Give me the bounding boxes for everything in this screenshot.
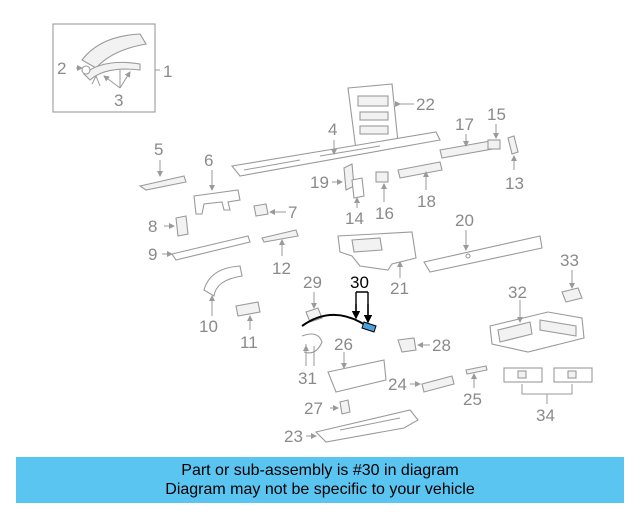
callout-14: 14 [345,209,364,228]
part-12-strip [261,229,299,256]
part-14-clip [351,177,365,208]
part-8-clip [164,215,189,237]
part-34-switches [503,367,593,404]
callout-32: 32 [508,283,527,302]
callout-34: 34 [536,406,555,425]
part-22-bezel [347,83,414,151]
part-30-cable [301,291,377,333]
callout-17: 17 [455,115,474,134]
callout-18: 18 [417,192,436,211]
callout-5: 5 [154,140,163,159]
callout-3: 3 [114,91,123,110]
part-26-glove-box [327,352,387,393]
part-31-clip [301,333,323,366]
callout-7: 7 [288,203,297,222]
part-11-cover [235,301,261,330]
part-13-bracket [507,135,519,170]
callout-16: 16 [375,204,394,223]
callout-29: 29 [303,273,322,292]
callout-10: 10 [199,317,218,336]
callout-20: 20 [455,211,474,230]
part-23-lower-panel [306,409,419,443]
parts-diagram: 1 2 3 4 5 6 7 8 9 10 11 12 13 14 15 16 1… [52,23,593,446]
callout-8: 8 [148,217,157,236]
part-28-clip [397,337,430,353]
part-25-strip [465,365,488,388]
callout-24: 24 [388,375,407,394]
info-banner: Part or sub-assembly is #30 in diagram D… [16,457,624,503]
callout-12: 12 [272,259,291,278]
inset-box [52,23,160,113]
callout-1: 1 [163,62,172,81]
banner-part-text: Part or sub-assembly is #30 in diagram [181,462,459,479]
callout-13: 13 [505,174,524,193]
part-16-cap [375,171,389,202]
part-24-trim [410,375,455,393]
part-9-strip [162,235,251,261]
callout-21: 21 [390,279,409,298]
part-4-dash-panel [230,131,441,177]
callout-9: 9 [148,245,157,264]
banner-disclaimer-text: Diagram may not be specific to your vehi… [165,481,475,498]
callout-22: 22 [416,95,435,114]
part-7-clip [253,203,286,217]
part-33-switch [561,270,583,303]
callout-25: 25 [463,390,482,409]
part-20-panel [423,230,543,273]
callout-26: 26 [334,335,353,354]
part-27-clip [330,399,351,415]
part-5-strip [138,160,187,191]
callout-31: 31 [298,369,317,388]
part-18-duct [397,161,443,190]
part-6-bracket [193,170,241,215]
callout-19: 19 [310,173,329,192]
callout-labels: 1 2 3 4 5 6 7 8 9 10 11 12 13 14 15 16 1… [57,59,579,446]
callout-23: 23 [284,427,303,446]
callout-33: 33 [560,251,579,270]
callout-15: 15 [487,105,506,124]
callout-28: 28 [432,336,451,355]
part-21-panel [337,231,417,278]
callout-11: 11 [240,333,258,352]
callout-30: 30 [350,273,369,292]
callout-6: 6 [204,151,213,170]
callout-4: 4 [328,120,337,139]
part-15-clip [487,124,501,150]
part-10-vent [203,265,243,316]
callout-27: 27 [304,399,323,418]
callout-2: 2 [57,59,66,78]
part-32-module [489,300,585,353]
part-19-clip [332,163,355,191]
